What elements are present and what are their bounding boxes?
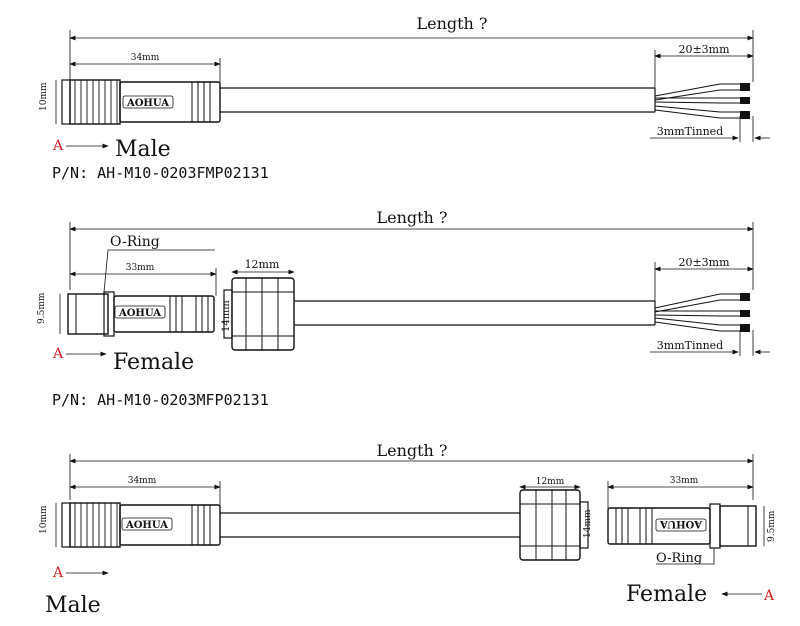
length-label: Length ? (416, 14, 487, 33)
oring-label: O-Ring (110, 234, 160, 250)
oring-label: O-Ring (656, 551, 702, 566)
connector-length-dim: 33mm (126, 263, 155, 273)
right-view-marker-a: A (763, 588, 775, 604)
nut-height-dim: 14mm (583, 509, 593, 538)
right-connector-length-dim: 33mm (670, 476, 699, 486)
connector-height-dim: 10mm (39, 82, 49, 111)
gender-label: Male (115, 137, 171, 162)
connector-length-dim: 34mm (131, 53, 160, 63)
male-connector: AOHUA (61, 79, 221, 125)
view-marker-a: A (52, 346, 64, 362)
section-2-female-cable: Length ? O-Ring 33mm 9.5mm AOHUA (37, 208, 770, 409)
aohua-logo: AOHUA (122, 95, 174, 109)
view-marker-a: A (52, 138, 64, 154)
nut-width-dim: 12mm (245, 258, 280, 271)
part-number: P/N: AH-M10-0203FMP02131 (52, 164, 269, 182)
connector-height-dim: 9.5mm (37, 292, 47, 324)
female-connector: AOHUA (607, 503, 757, 549)
length-label: Length ? (376, 441, 447, 460)
aohua-logo: AOHUA (114, 305, 166, 319)
aohua-logo-mirrored: AOHUA (655, 518, 707, 532)
part-number: P/N: AH-M10-0203MFP02131 (52, 391, 269, 409)
nut-height-dim: 14mm (221, 300, 232, 332)
wire-leads (654, 83, 750, 119)
svg-text:AOHUA: AOHUA (660, 518, 703, 529)
female-connector: AOHUA (67, 291, 215, 337)
left-connector-length-dim: 34mm (128, 476, 157, 486)
male-connector: AOHUA (61, 502, 221, 548)
svg-text:AOHUA: AOHUA (126, 98, 169, 109)
tinned-dim: 3mmTinned (657, 339, 723, 352)
right-gender-label: Female (626, 582, 707, 607)
strip-length-dim: 20±3mm (678, 256, 730, 269)
lock-nut (223, 277, 295, 351)
left-view-marker-a: A (52, 565, 64, 581)
tinned-dim: 3mmTinned (657, 125, 723, 138)
lock-nut (519, 489, 589, 561)
right-connector-height-dim: 9.5mm (767, 510, 777, 542)
gender-label: Female (113, 350, 194, 375)
length-label: Length ? (376, 208, 447, 227)
section-1-male-cable: Length ? 34mm 10mm AOHUA (39, 14, 770, 182)
wire-leads (654, 293, 750, 332)
left-connector-height-dim: 10mm (39, 505, 49, 534)
left-gender-label: Male (45, 593, 101, 618)
aohua-logo: AOHUA (121, 517, 173, 531)
svg-text:AOHUA: AOHUA (125, 520, 168, 531)
nut-width-dim: 12mm (536, 477, 565, 487)
section-3-extension-cable: Length ? 34mm 10mm AOHUA (39, 441, 777, 618)
strip-length-dim: 20±3mm (678, 43, 730, 56)
svg-text:AOHUA: AOHUA (118, 308, 161, 319)
